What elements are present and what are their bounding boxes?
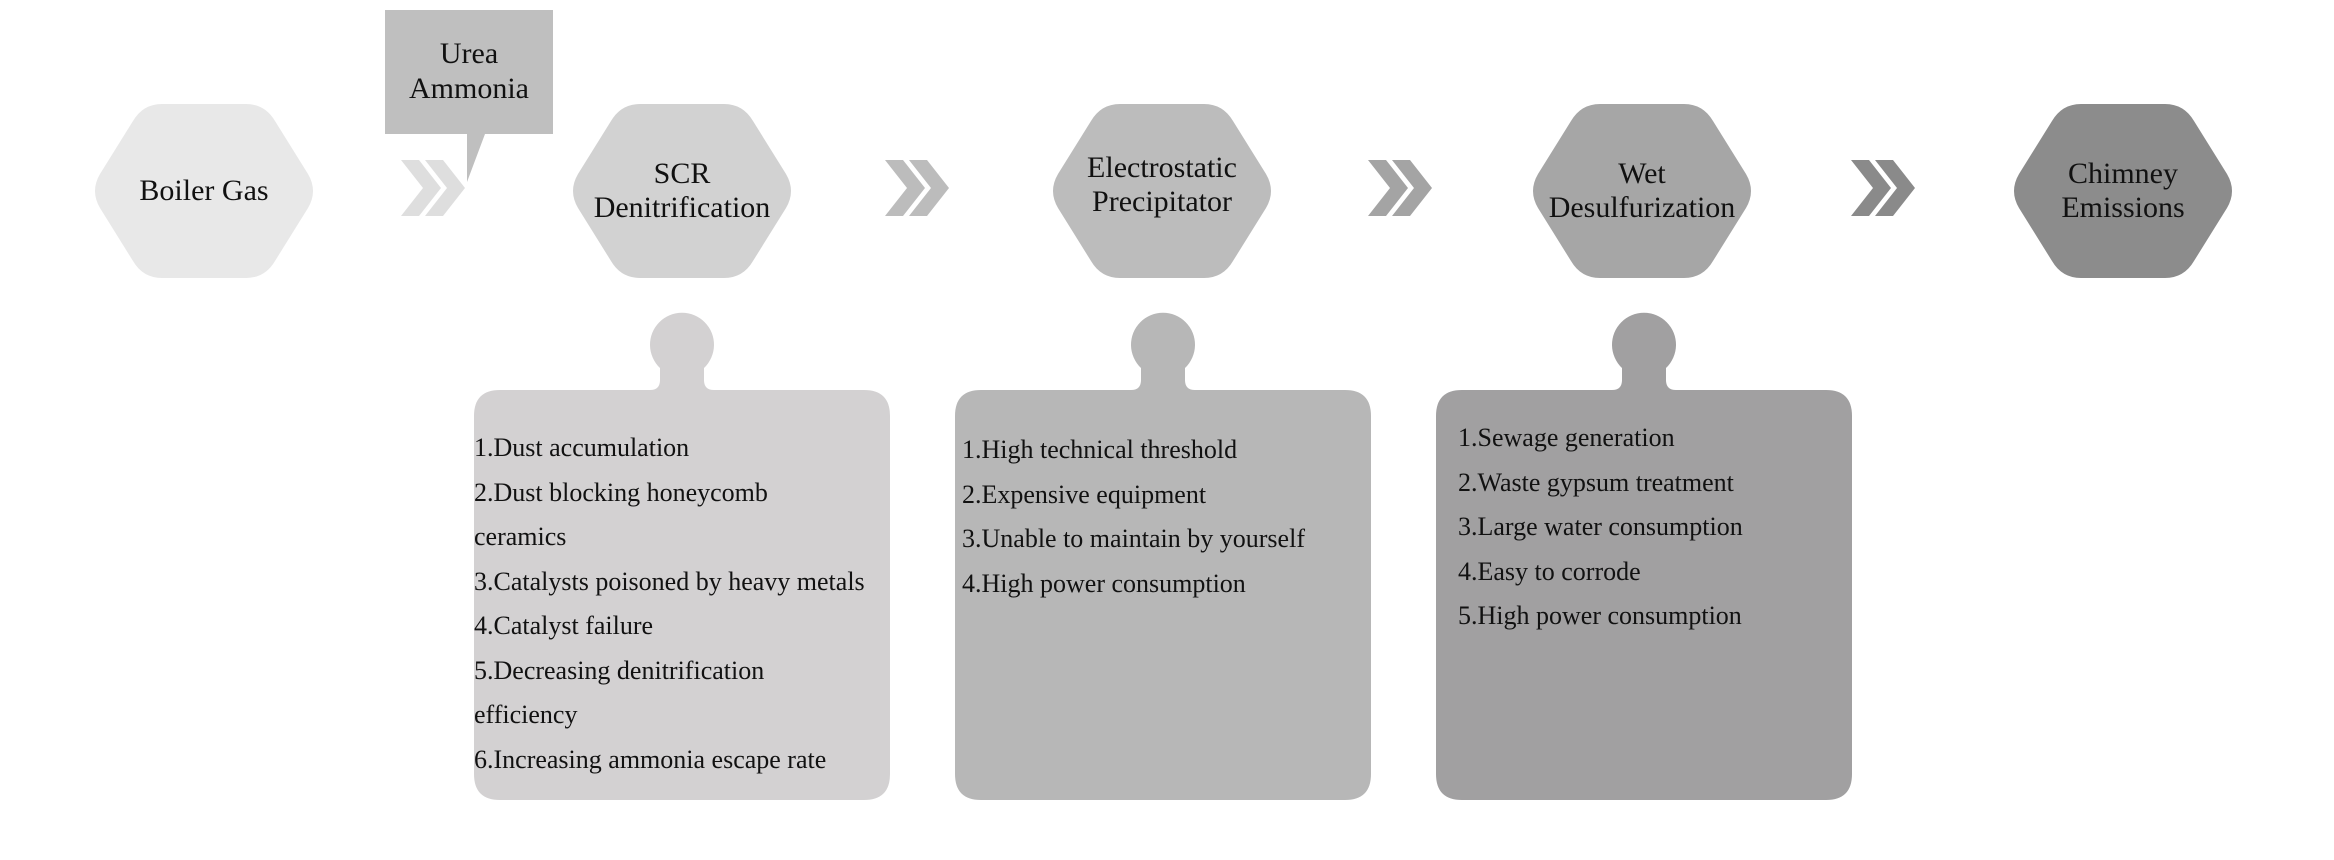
list-item: 2.Waste gypsum treatment <box>1458 467 1734 497</box>
list-item: 2.Expensive equipment <box>962 479 1207 509</box>
list-item: 6.Increasing ammonia escape rate <box>474 744 827 774</box>
problem-list: 1.High technical threshold 2.Expensive e… <box>962 428 1367 606</box>
urea-ammonia-callout: Urea Ammonia <box>385 10 553 185</box>
double-chevron-arrow-icon <box>885 160 949 216</box>
stage-label: SCR Denitrification <box>593 157 771 224</box>
stage-label: Wet Desulfurization <box>1548 157 1736 224</box>
double-chevron-arrow-icon <box>401 160 465 216</box>
list-item: 3.Large water consumption <box>1458 512 1743 541</box>
stage-boiler-gas: Boiler Gas <box>90 101 318 281</box>
list-item: 1.High technical threshold <box>962 435 1238 464</box>
problem-list: 1.Dust accumulation 2.Dust blocking hone… <box>474 426 914 782</box>
hexagon-shape <box>1053 104 1271 278</box>
stage-wet-desulfurization: Wet Desulfurization <box>1528 101 1756 281</box>
list-item: 4.Catalyst failure <box>474 611 654 640</box>
card-shape <box>474 312 890 800</box>
card-scr-problems: 1.Dust accumulation 2.Dust blocking hone… <box>474 308 890 800</box>
double-chevron-arrow-icon <box>1851 160 1915 216</box>
list-item: 4.High power consumption <box>962 568 1246 598</box>
hexagon-shape <box>573 104 791 278</box>
stage-scr-denitrification: SCR Denitrification <box>568 101 796 281</box>
card-wet-desulfurization-problems: 1.Sewage generation 2.Waste gypsum treat… <box>1436 308 1852 800</box>
stage-chimney-emissions: Chimney Emissions <box>2009 101 2237 281</box>
callout-shape <box>385 10 553 182</box>
stage-electrostatic-precipitator: Electrostatic Precipitator <box>1048 101 1276 281</box>
list-item: 3.Unable to maintain by yourself <box>962 524 1305 553</box>
callout-label: Urea Ammonia <box>409 37 529 105</box>
list-item: 1.Dust accumulation <box>474 433 690 462</box>
hexagon-shape <box>95 104 313 278</box>
list-item: 2.Dust blocking honeycomb ceramics <box>474 477 768 552</box>
stage-label: Boiler Gas <box>139 174 269 207</box>
stage-label: Chimney Emissions <box>2061 157 2185 224</box>
list-item: 1.Sewage generation <box>1458 423 1675 452</box>
card-shape <box>955 312 1371 800</box>
hexagon-shape <box>1533 104 1751 278</box>
list-item: 5.Decreasing denitrification efficiency <box>474 655 765 730</box>
card-electrostatic-problems: 1.High technical threshold 2.Expensive e… <box>955 308 1371 800</box>
stage-label: Electrostatic Precipitator <box>1087 151 1237 218</box>
double-chevron-arrow-icon <box>1368 160 1432 216</box>
problem-list: 1.Sewage generation 2.Waste gypsum treat… <box>1458 416 1848 639</box>
hexagon-shape <box>2014 104 2232 278</box>
card-shape <box>1436 312 1852 800</box>
list-item: 5.High power consumption <box>1458 601 1742 630</box>
list-item: 3.Catalysts poisoned by heavy metals <box>474 566 865 596</box>
list-item: 4.Easy to corrode <box>1458 556 1641 586</box>
